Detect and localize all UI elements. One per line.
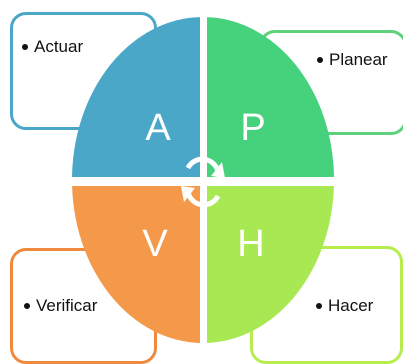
label-actuar: Actuar [22, 37, 83, 57]
quadrant-p [207, 17, 334, 177]
label-planear: Planear [317, 50, 388, 70]
label-hacer: Hacer [316, 296, 373, 316]
bullet-icon [317, 56, 323, 63]
quadrant-a [72, 17, 200, 177]
bullet-icon [22, 43, 28, 50]
quadrant-h [207, 186, 334, 343]
label-verificar: Verificar [24, 296, 97, 316]
circular-arrows-icon [181, 156, 225, 208]
bullet-icon [24, 302, 30, 309]
quadrant-letter-h: H [237, 223, 264, 265]
quadrant-letter-a: A [145, 107, 171, 149]
bullet-icon [316, 302, 322, 309]
quadrant-v [72, 186, 200, 343]
quadrant-letter-v: V [142, 223, 168, 265]
quadrant-letter-p: P [240, 107, 265, 149]
